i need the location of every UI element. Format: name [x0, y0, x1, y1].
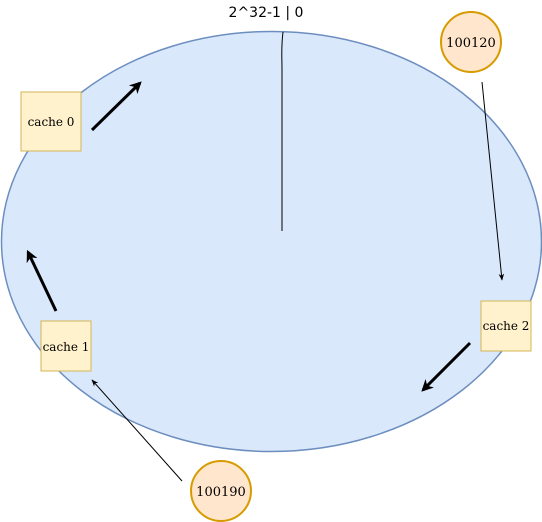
- key-label: 100190: [196, 485, 246, 500]
- cache-node-label: cache 0: [28, 115, 75, 129]
- cache-node-box: [40, 320, 92, 372]
- cache-node-1: cache 1: [40, 320, 92, 372]
- hash-ring: [0, 30, 542, 453]
- cache-node-0: cache 0: [20, 91, 82, 152]
- cache-node-label: cache 2: [483, 319, 530, 333]
- direction-arrow-top-left: [90, 81, 142, 132]
- ring-origin-line: [281, 31, 284, 231]
- key-circle: [440, 11, 502, 73]
- key-label: 100120: [446, 36, 496, 51]
- cache-node-box: [480, 300, 532, 352]
- key-100120: 100120: [440, 11, 502, 73]
- cache-node-2: cache 2: [480, 300, 532, 352]
- key-100190: 100190: [190, 460, 252, 522]
- cache-node-box: [20, 91, 82, 152]
- direction-arrow-right: [421, 341, 472, 392]
- cache-node-label: cache 1: [43, 340, 90, 354]
- key-circle: [190, 460, 252, 522]
- key-100190-mapping-arrow: [91, 379, 183, 482]
- ring-origin-label: 2^32-1 | 0: [229, 5, 304, 21]
- key-100120-mapping-arrow: [481, 81, 505, 281]
- direction-arrow-left: [26, 249, 58, 312]
